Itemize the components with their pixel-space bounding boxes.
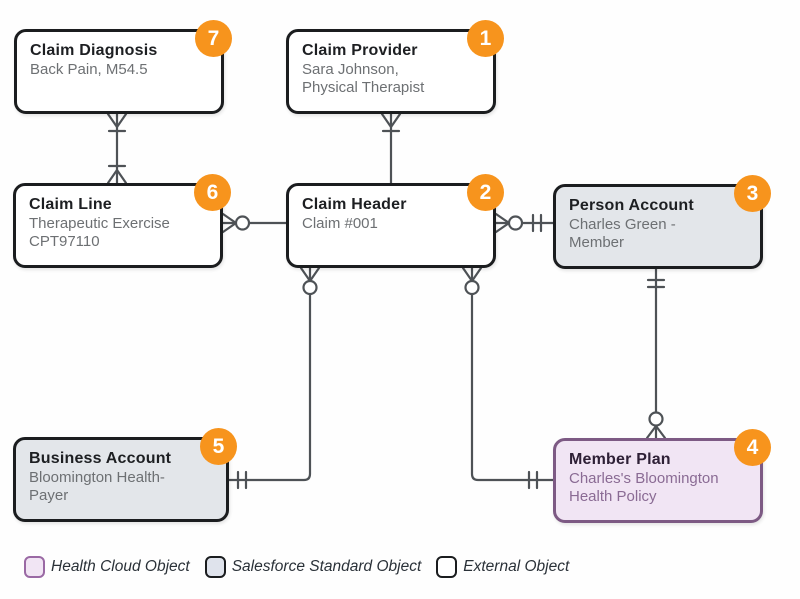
entity-title: Claim Line — [29, 196, 112, 213]
entity-title: Claim Provider — [302, 42, 418, 59]
connector-claim-line-claim-header — [221, 212, 288, 234]
entity-person-account: 3 Person Account Charles Green - Member — [553, 175, 771, 269]
connector-claim-provider-claim-header — [380, 112, 402, 185]
legend-label: External Object — [463, 558, 570, 575]
legend-item-salesforce-standard: Salesforce Standard Object — [204, 556, 422, 578]
entity-subtitle: Back Pain, M54.5 — [30, 61, 148, 79]
legend-item-external: External Object — [436, 556, 569, 578]
step-badge-3: 3 — [734, 175, 771, 212]
entity-member-plan: 4 Member Plan Charles's Bloomington Heal… — [553, 429, 771, 523]
entity-subtitle: Sara Johnson, Physical Therapist — [302, 61, 425, 97]
entity-subtitle: Charles's Bloomington Health Policy — [569, 470, 719, 506]
legend-label: Health Cloud Object — [51, 558, 190, 575]
entity-title: Claim Diagnosis — [30, 42, 158, 59]
step-badge-2: 2 — [467, 174, 504, 211]
entity-title: Claim Header — [302, 196, 407, 213]
step-badge-7: 7 — [195, 20, 232, 57]
entity-subtitle: Charles Green - Member — [569, 216, 676, 252]
standard-object-swatch-icon — [204, 556, 226, 578]
step-badge-5: 5 — [200, 428, 237, 465]
connector-claim-header-member-plan — [461, 266, 555, 490]
external-object-swatch-icon — [436, 556, 458, 578]
connector-person-account-member-plan — [645, 267, 667, 440]
legend-label: Salesforce Standard Object — [231, 558, 422, 575]
entity-subtitle: Therapeutic Exercise CPT97110 — [29, 215, 170, 251]
entity-title: Business Account — [29, 450, 172, 467]
step-badge-1: 1 — [467, 20, 504, 57]
health-cloud-swatch-icon — [24, 556, 45, 578]
entity-title: Person Account — [569, 197, 694, 214]
entity-business-account: 5 Business Account Bloomington Health- P… — [13, 428, 237, 522]
entity-title: Member Plan — [569, 451, 671, 468]
connector-claim-diagnosis-claim-line — [106, 112, 128, 185]
entity-claim-line: 6 Claim Line Therapeutic Exercise CPT971… — [13, 174, 231, 268]
legend-item-health-cloud: Health Cloud Object — [24, 556, 190, 578]
entity-subtitle: Claim #001 — [302, 215, 378, 233]
legend: Health Cloud Object Salesforce Standard … — [24, 556, 569, 578]
entity-claim-diagnosis: 7 Claim Diagnosis Back Pain, M54.5 — [14, 20, 232, 114]
entity-claim-header: 2 Claim Header Claim #001 — [286, 174, 504, 268]
step-badge-6: 6 — [194, 174, 231, 211]
step-badge-4: 4 — [734, 429, 771, 466]
entity-subtitle: Bloomington Health- Payer — [29, 469, 165, 505]
connector-claim-header-person-account — [494, 212, 555, 234]
connector-claim-header-business-account — [227, 266, 321, 490]
entity-claim-provider: 1 Claim Provider Sara Johnson, Physical … — [286, 20, 504, 114]
